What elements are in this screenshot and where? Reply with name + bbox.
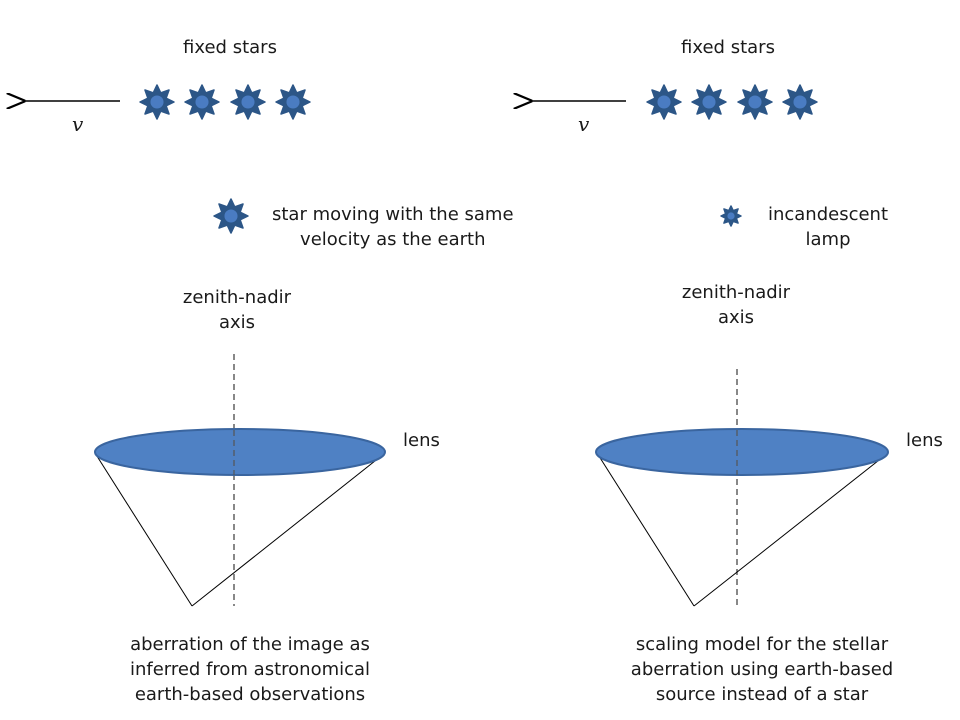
left-source-label-line1: star moving with the same <box>272 204 514 225</box>
right-cone-line-right <box>693 452 889 607</box>
left-caption: aberration of the image as inferred from… <box>130 632 370 707</box>
right-axis-label: zenith-nadir axis <box>682 280 790 330</box>
left-fixed-star-1 <box>139 84 175 120</box>
left-fixed-star-4 <box>275 84 311 120</box>
left-source-label: star moving with the same velocity as th… <box>272 202 514 252</box>
left-axis-label-line1: zenith-nadir <box>182 287 292 308</box>
left-caption-line3: earth-based observations <box>134 684 366 705</box>
right-lamp-source <box>720 205 742 227</box>
left-panel-graphics <box>24 84 386 607</box>
right-fixed-star-3 <box>737 84 773 120</box>
right-axis-label-line1: zenith-nadir <box>681 282 791 303</box>
left-source-label-line2: velocity as the earth <box>300 229 486 250</box>
left-fixed-stars-label: fixed stars <box>183 37 277 58</box>
left-fixed-star-3 <box>230 84 266 120</box>
left-cone-line-left <box>94 452 193 607</box>
left-lens <box>94 428 386 476</box>
left-axis-label: zenith-nadir axis <box>183 285 291 335</box>
right-source-label: incandescent lamp <box>768 202 888 252</box>
right-fixed-star-2 <box>691 84 727 120</box>
right-caption-line2: aberration using earth-based <box>630 659 894 680</box>
right-axis-label-line2: axis <box>717 307 755 328</box>
right-fixed-stars-label: fixed stars <box>681 37 775 58</box>
left-moving-star <box>213 198 249 234</box>
right-cone-line-left <box>596 452 695 607</box>
left-caption-line2: inferred from astronomical <box>129 659 371 680</box>
right-lens <box>595 428 889 476</box>
left-axis-label-line2: axis <box>218 312 256 333</box>
right-fixed-star-4 <box>782 84 818 120</box>
right-source-label-line1: incandescent <box>767 204 889 225</box>
right-caption-line3: source instead of a star <box>655 684 869 705</box>
right-fixed-star-1 <box>646 84 682 120</box>
left-velocity-symbol: v <box>72 112 84 136</box>
left-caption-line1: aberration of the image as <box>130 634 370 655</box>
right-source-label-line2: lamp <box>805 229 851 250</box>
left-cone-line-right <box>191 452 386 607</box>
right-lens-label: lens <box>906 430 943 451</box>
right-velocity-symbol: v <box>578 112 590 136</box>
right-caption: scaling model for the stellar aberration… <box>631 632 893 707</box>
left-lens-label: lens <box>403 430 440 451</box>
left-fixed-star-2 <box>184 84 220 120</box>
right-panel-graphics <box>531 84 889 607</box>
right-caption-line1: scaling model for the stellar <box>635 634 889 655</box>
